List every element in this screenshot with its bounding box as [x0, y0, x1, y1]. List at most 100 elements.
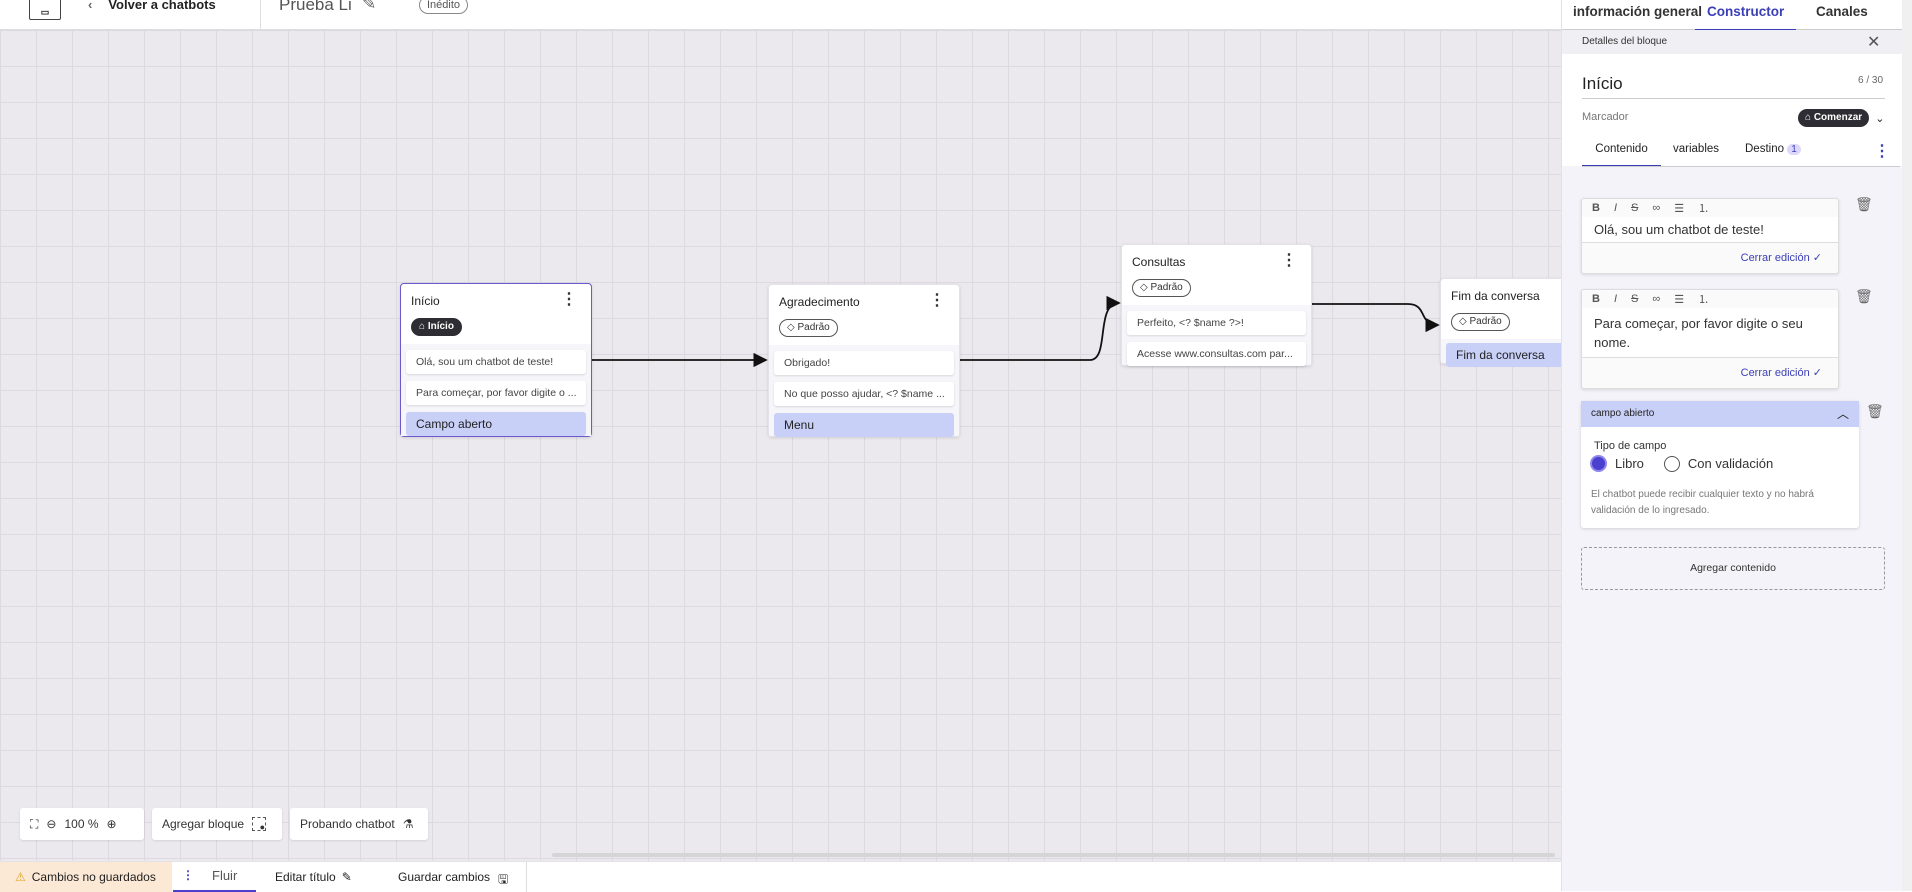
action-item[interactable]: Campo aberto [406, 412, 586, 436]
home-icon: ⌂ [1805, 112, 1814, 123]
close-edit-button[interactable]: Cerrar edición ✓ [1740, 367, 1822, 379]
message-item[interactable]: No que posso ajudar, <? $name ... [774, 382, 954, 406]
edit-name-icon[interactable]: ✎ [362, 0, 377, 13]
tab-flow[interactable]: Fluir [173, 862, 256, 892]
message-item[interactable]: Olá, sou um chatbot de teste! [406, 350, 586, 374]
more-vert-icon[interactable]: ⋮ [1281, 252, 1297, 269]
back-button[interactable]: ‹ Volver a chatbots [88, 0, 216, 12]
trash-icon[interactable]: 🗑 [1855, 288, 1873, 304]
top-header: ▭ ‹ Volver a chatbots Prueba Li ✎ Inédit… [0, 0, 1561, 30]
message-item[interactable]: Para começar, por favor digite o ... [406, 381, 586, 405]
link-icon[interactable]: ∞ [1652, 202, 1661, 214]
save-changes-button[interactable]: Guardar cambios 🖫 [398, 870, 508, 891]
node-badge: ◇ Padrão [1132, 279, 1191, 297]
subtab-variables[interactable]: variables [1673, 143, 1720, 155]
fit-screen-icon[interactable]: ⛶ [30, 816, 39, 831]
node-title: Fim da conversa [1451, 289, 1540, 303]
more-vert-icon[interactable]: ⋮ [1874, 143, 1890, 160]
tab-channels[interactable]: Canales [1816, 4, 1868, 19]
subtab-destination[interactable]: Destino 1 [1745, 143, 1801, 155]
radio-label: Libro [1615, 456, 1644, 471]
chevron-up-icon: ︿ [1836, 407, 1849, 421]
field-help-text: El chatbot puede recibir cualquier texto… [1591, 489, 1814, 516]
edit-title-label: Editar título [275, 870, 336, 884]
marker-select[interactable]: ⌂ Comenzar ⌄ [1798, 109, 1884, 127]
flow-canvas[interactable]: Início ⋮ ⌂ Início Olá, sou um chatbot de… [0, 30, 1561, 861]
trash-icon[interactable]: 🗑 [1855, 196, 1873, 212]
edit-title-button[interactable]: Editar título✎ [275, 870, 352, 884]
open-field-card: campo abierto ︿ Tipo de campo Libro Con … [1581, 401, 1859, 528]
chevron-left-icon: ‹ [88, 0, 93, 12]
more-vert-icon[interactable]: ⋮ [929, 292, 945, 309]
subtab-content[interactable]: Contenido [1582, 143, 1661, 167]
message-item[interactable]: Perfeito, <? $name ?>! [1127, 311, 1306, 335]
field-type-label: Tipo de campo [1594, 440, 1667, 452]
check-icon: ✓ [1812, 367, 1822, 379]
italic-icon[interactable]: I [1613, 293, 1618, 305]
add-block-button[interactable]: Agregar bloque ● [152, 808, 282, 840]
block-details-panel: información general Constructor Canales … [1561, 0, 1902, 891]
zoom-level: 100 % [64, 817, 99, 831]
open-field-header[interactable]: campo abierto ︿ [1581, 401, 1859, 427]
bold-icon[interactable]: B [1592, 293, 1600, 305]
node-agradecimento[interactable]: Agradecimento ⋮ ◇ Padrão Obrigado! No qu… [768, 284, 960, 437]
close-icon[interactable]: ✕ [1867, 34, 1881, 51]
text-editor[interactable]: B I S ∞ ☰ ⒈ Para começar, por favor digite o … [1581, 289, 1839, 389]
save-label: Guardar cambios [398, 870, 491, 884]
radio-con-validacion[interactable] [1663, 455, 1680, 472]
strikethrough-icon[interactable]: S [1631, 202, 1639, 214]
block-name-input[interactable]: Início [1582, 74, 1885, 99]
bullet-list-icon[interactable]: ☰ [1674, 202, 1685, 215]
divider [526, 862, 527, 892]
home-icon: ⌂ [419, 321, 428, 332]
panel-scrollbar[interactable] [1902, 0, 1912, 891]
link-icon[interactable]: ∞ [1652, 293, 1661, 305]
tab-general-info[interactable]: información general [1573, 4, 1703, 19]
strikethrough-icon[interactable]: S [1631, 293, 1639, 305]
node-inicio[interactable]: Início ⋮ ⌂ Início Olá, sou um chatbot de… [400, 283, 592, 437]
action-item[interactable]: Fim da conversa [1446, 343, 1561, 367]
chevron-down-icon: ⌄ [1875, 112, 1885, 125]
zoom-in-icon[interactable]: ⊕ [106, 817, 117, 831]
bottom-bar: ⚠ Cambios no guardados ⋮ Fluir Editar tí… [0, 861, 1561, 892]
message-item[interactable]: Obrigado! [774, 351, 954, 375]
chatbot-name: Prueba Li [279, 0, 352, 14]
marker-label: Marcador [1582, 111, 1629, 123]
tab-constructor[interactable]: Constructor [1695, 4, 1797, 31]
more-vert-icon[interactable]: ⋮ [561, 291, 577, 308]
editor-text[interactable]: Olá, sou um chatbot de teste! [1582, 217, 1838, 243]
destination-count: 1 [1787, 144, 1801, 155]
test-chatbot-button[interactable]: Probando chatbot ⚗ [290, 808, 428, 840]
zoom-controls: ⛶ ⊖ 100 % ⊕ [20, 808, 144, 840]
action-item[interactable]: Menu [774, 413, 954, 437]
node-fim-da-conversa[interactable]: Fim da conversa ◇ Padrão Fim da conversa [1440, 278, 1561, 367]
italic-icon[interactable]: I [1613, 202, 1618, 214]
section-title: Detalles del bloque [1582, 36, 1668, 47]
flask-icon: ⚗ [402, 817, 414, 831]
bullet-list-icon[interactable]: ☰ [1674, 293, 1685, 306]
editor-text[interactable]: Para começar, por favor digite o seu nom… [1582, 308, 1838, 358]
tag-icon: ◇ [787, 322, 798, 333]
tag-icon: ◇ [1140, 282, 1151, 293]
edge-agradecimento-consultas [960, 295, 1121, 361]
numbered-list-icon[interactable]: ⒈ [1698, 294, 1710, 306]
radio-libro[interactable] [1590, 455, 1607, 472]
horizontal-scrollbar[interactable] [552, 853, 1555, 857]
save-icon: 🖫 [498, 872, 509, 886]
node-consultas[interactable]: Consultas ⋮ ◇ Padrão Perfeito, <? $name … [1121, 244, 1312, 366]
text-editor[interactable]: B I S ∞ ☰ ⒈ Olá, sou um chatbot de teste! Cer… [1581, 198, 1839, 274]
node-badge: ⌂ Início [411, 318, 462, 336]
close-edit-button[interactable]: Cerrar edición ✓ [1740, 252, 1822, 264]
warning-icon: ⚠ [15, 870, 26, 884]
add-content-button[interactable]: Agregar contenido [1581, 547, 1885, 590]
more-vert-icon[interactable]: ⋮ [182, 868, 194, 882]
bold-icon[interactable]: B [1592, 202, 1600, 214]
char-count: 6 / 30 [1858, 75, 1884, 86]
zoom-out-icon[interactable]: ⊖ [46, 817, 57, 831]
trash-icon[interactable]: 🗑 [1866, 403, 1884, 419]
numbered-list-icon[interactable]: ⒈ [1698, 203, 1710, 215]
connections [591, 295, 1440, 368]
format-toolbar: B I S ∞ ☰ ⒈ [1582, 199, 1838, 217]
node-badge: ◇ Padrão [1451, 313, 1510, 331]
message-item[interactable]: Acesse www.consultas.com par... [1127, 342, 1306, 366]
